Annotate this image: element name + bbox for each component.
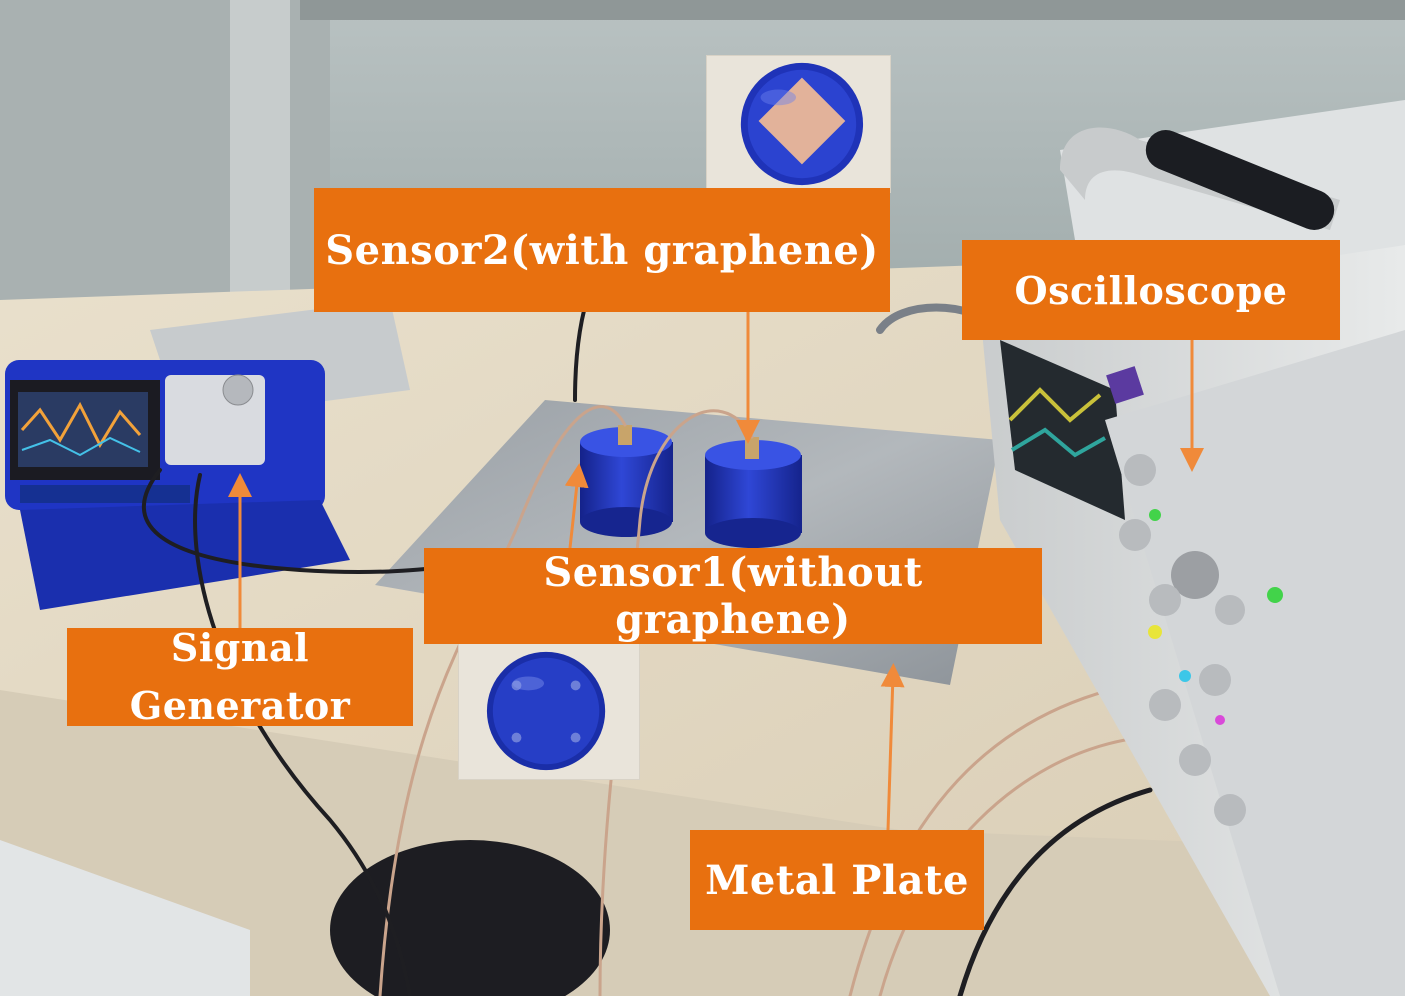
- signal-generator: [5, 300, 410, 610]
- sensor2-label-text: Sensor2(with graphene): [325, 226, 879, 274]
- partition-frame-top: [300, 0, 1405, 20]
- sensor1-top-view-inset: [458, 643, 640, 780]
- signal-generator-label-line1: Signal: [170, 625, 310, 670]
- sensor2-cylinder: [705, 437, 802, 548]
- sensor2-top-view-inset: [706, 55, 891, 193]
- sensor2-label: Sensor2(with graphene): [314, 188, 890, 312]
- arrow-sensor1: [564, 463, 589, 549]
- arrow-metal-plate: [880, 663, 905, 831]
- floor: [0, 840, 250, 996]
- oscilloscope-label: Oscilloscope: [962, 240, 1340, 340]
- metal-plate-label: Metal Plate: [690, 830, 984, 930]
- arrows: [228, 312, 1204, 831]
- sensor1-label: Sensor1(without graphene): [424, 548, 1042, 644]
- signal-generator-label-line2: Generator: [129, 683, 351, 728]
- oscilloscope-label-text: Oscilloscope: [1014, 267, 1288, 313]
- partition-edge: [230, 0, 290, 320]
- sensor1-label-text: Sensor1(without graphene): [543, 549, 923, 643]
- sensor1-cylinder: [580, 425, 673, 537]
- graphene-patch: [758, 77, 846, 165]
- signal-generator-label: Signal Generator: [67, 625, 413, 728]
- metal-plate-label-text: Metal Plate: [705, 856, 969, 904]
